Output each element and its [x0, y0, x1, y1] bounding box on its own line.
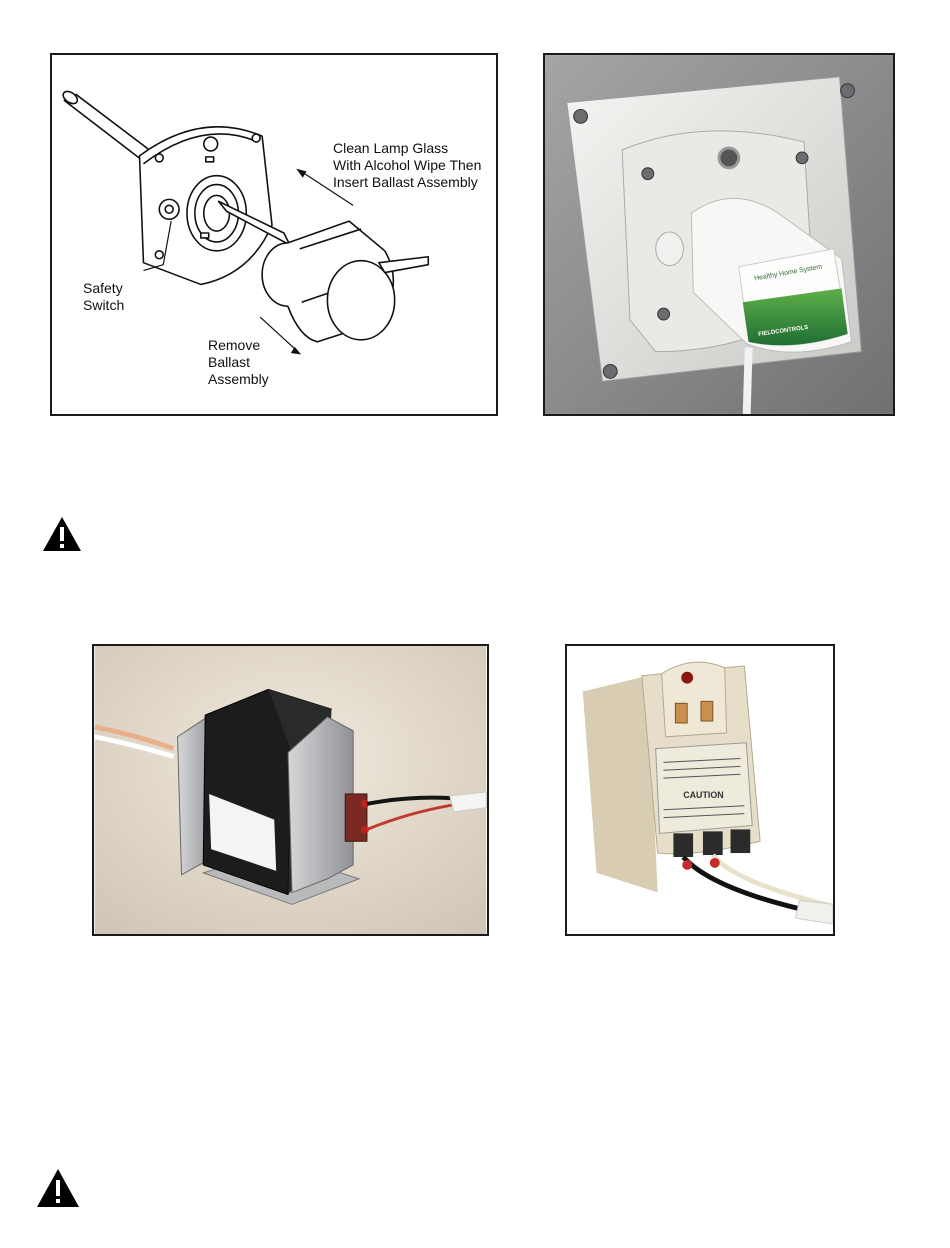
photo-installed-unit: Healthy Home System FIELDCONTROLS — [543, 53, 895, 416]
warning-icon — [36, 1168, 80, 1208]
safety-switch-callout: Safety Switch — [83, 280, 153, 314]
warning-icon — [42, 516, 82, 552]
installed-unit-photo: Healthy Home System FIELDCONTROLS — [545, 55, 893, 414]
transformer-photo — [94, 646, 487, 934]
photo-plugin-transformer: CAUTION — [565, 644, 835, 936]
plugin-transformer-photo: CAUTION — [567, 646, 833, 934]
remove-ballast-callout: Remove Ballast Assembly — [208, 337, 298, 388]
photo-transformer — [92, 644, 489, 936]
caution-label-text: CAUTION — [683, 790, 723, 800]
clean-lamp-callout: Clean Lamp Glass With Alcohol Wipe Then … — [333, 140, 498, 191]
